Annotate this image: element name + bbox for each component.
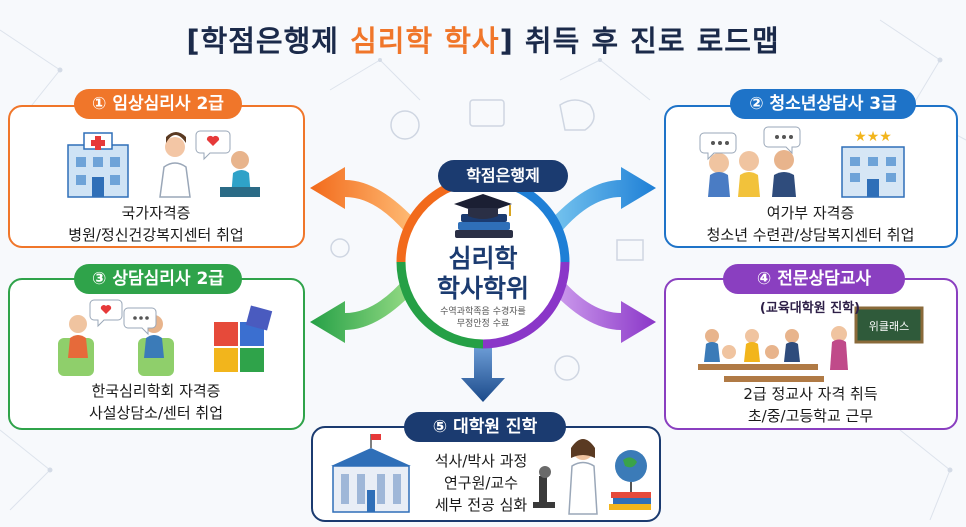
card-3-illustration bbox=[58, 299, 273, 376]
arrow-to-card-2 bbox=[546, 167, 656, 232]
card-2-text: 여가부 자격증 청소년 수련관/상담복지센터 취업 bbox=[706, 204, 915, 244]
hub-subtitle: 수역과학족음 수경자를 무정안정 수료 bbox=[440, 307, 526, 329]
arrow-to-card-5 bbox=[461, 345, 505, 402]
classroom-icon: 위클래스 bbox=[698, 306, 924, 382]
card-1-badge: ① 임상심리사 2급 bbox=[74, 89, 242, 119]
card-1-text: 국가자격증 병원/정신건강복지센터 취업 bbox=[68, 204, 244, 244]
card-5-text: 석사/박사 과정 연구원/교수 세부 전공 심화 bbox=[434, 452, 528, 514]
card-4-subtitle: (교육대학원 진학) bbox=[759, 301, 861, 316]
hospital-icon bbox=[67, 132, 129, 198]
card-2-illustration: ★★★ bbox=[699, 126, 905, 198]
card-clinical-psychologist: 국가자격증 병원/정신건강복지센터 취업 bbox=[8, 105, 305, 248]
card-2-badge: ② 청소년상담사 3급 bbox=[730, 89, 916, 119]
svg-text:위클래스: 위클래스 bbox=[869, 320, 909, 333]
counseling-chairs-icon bbox=[58, 299, 174, 376]
university-icon bbox=[331, 434, 411, 513]
teens-chat-icon bbox=[699, 126, 801, 197]
doctor-patient-icon bbox=[159, 130, 260, 198]
card-4-illustration: 위클래스 bbox=[698, 306, 924, 382]
card-youth-counselor: ★★★ 여가부 자격증 청소년 수련관/상담복지센터 취업 bbox=[664, 105, 958, 248]
hub-top-label: 학점은행제 bbox=[438, 160, 568, 192]
card-4-text: 2급 정교사 자격 취득 초/중/고등학교 근무 bbox=[743, 385, 878, 425]
card-professional-counseling-teacher: 위클래스 2급 정교사 자격 취득 초/중/고등학교 근무 bbox=[664, 278, 958, 430]
arrow-to-card-4 bbox=[546, 278, 656, 343]
page-title: [학점은행제 심리학 학사] 취득 후 진로 로드맵 bbox=[186, 24, 780, 58]
arrow-to-card-3 bbox=[310, 278, 420, 343]
puzzle-icon bbox=[214, 305, 273, 372]
hub-main-title: 심리학 학사학위 bbox=[436, 244, 529, 303]
card-4-badge: ④ 전문상담교사 bbox=[723, 264, 905, 294]
svg-text:★★★: ★★★ bbox=[854, 129, 892, 145]
card-3-text: 한국심리학회 자격증 사설상담소/센터 취업 bbox=[88, 382, 224, 422]
scientist-icon bbox=[533, 439, 651, 515]
card-graduate-school: 석사/박사 과정 연구원/교수 세부 전공 심화 bbox=[311, 426, 661, 522]
card-3-badge: ③ 상담심리사 2급 bbox=[74, 264, 242, 294]
card-counseling-psychologist: 한국심리학회 자격증 사설상담소/센터 취업 bbox=[8, 278, 305, 430]
stars-building-icon: ★★★ bbox=[841, 129, 905, 198]
card-5-badge: ⑤ 대학원 진학 bbox=[404, 412, 566, 442]
arrow-to-card-1 bbox=[310, 167, 420, 232]
card-1-illustration bbox=[67, 130, 260, 198]
card-5-illustration bbox=[331, 434, 651, 515]
